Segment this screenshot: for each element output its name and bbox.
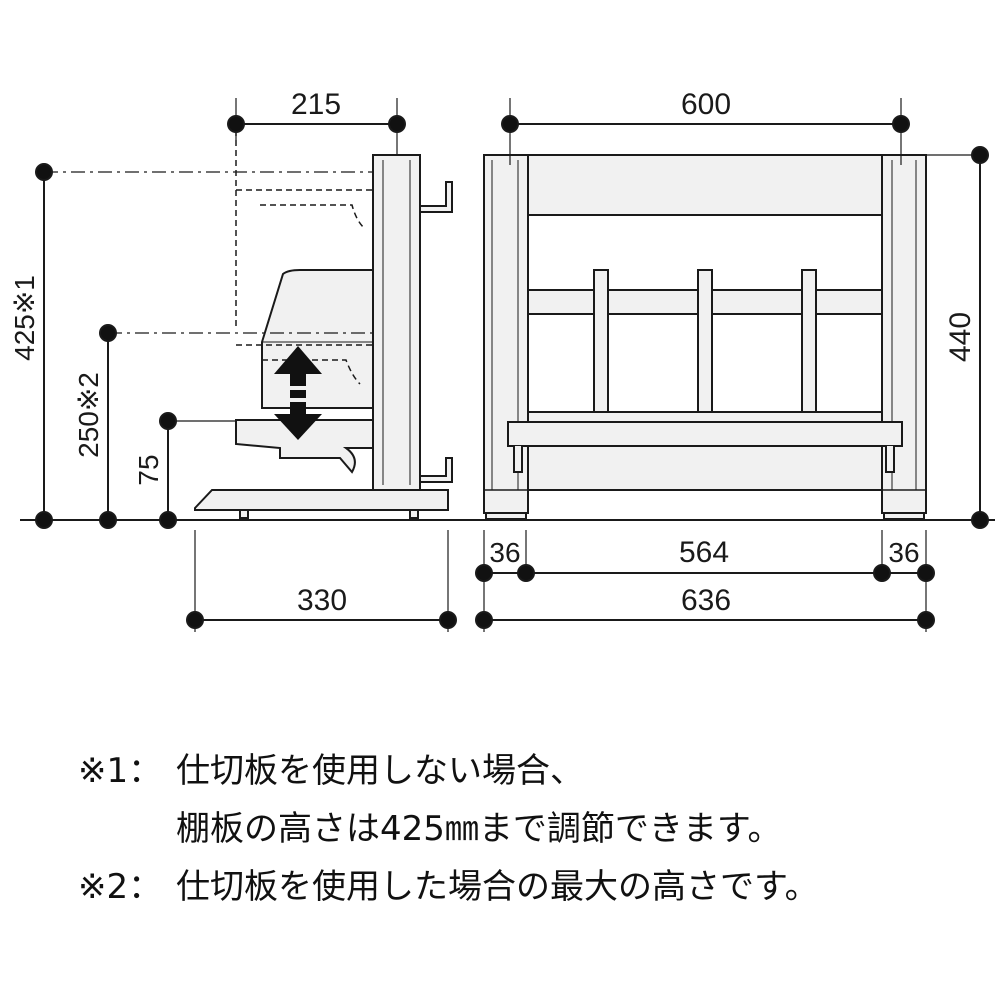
side-shelf — [235, 419, 374, 474]
front-right-post — [881, 154, 927, 514]
footnote-2-line-1: 仕切板を使用した場合の最大の高さです。 — [176, 867, 819, 907]
dim-side-total-height: 425※1 — [9, 275, 40, 361]
footnote-2-mark: ※2： — [78, 867, 163, 907]
front-shelf-back — [527, 411, 883, 423]
dim-front-inner-width: 600 — [681, 88, 731, 121]
dim-front-left-post: 36 — [489, 537, 520, 568]
side-view — [44, 98, 453, 632]
front-shelf — [507, 421, 903, 447]
footnote-1-line-2: 棚板の高さは425㎜まで調節できます。 — [176, 809, 782, 849]
side-post — [372, 154, 421, 491]
dim-side-depth: 330 — [297, 584, 347, 617]
side-top-hook — [419, 181, 453, 213]
footnote-1: ※1： 仕切板を使用しない場合、 — [78, 742, 978, 800]
footnote-1-mark: ※1： — [78, 751, 163, 791]
side-foot-right — [409, 509, 419, 519]
dim-side-top-width: 215 — [291, 88, 341, 121]
front-lower-panel — [527, 445, 883, 491]
front-divider-2 — [697, 269, 713, 413]
front-view — [483, 98, 980, 632]
side-base-plate — [194, 489, 449, 511]
side-bottom-hook — [419, 457, 453, 483]
dim-front-span: 564 — [679, 536, 729, 569]
dim-side-shelf-min: 75 — [133, 454, 164, 485]
front-divider-1 — [593, 269, 609, 413]
height-adjust-arrow-icon — [274, 346, 322, 440]
side-books — [261, 269, 374, 409]
side-foot-left — [239, 509, 249, 519]
front-divider-3 — [801, 269, 817, 413]
footnotes: ※1： 仕切板を使用しない場合、 棚板の高さは425㎜まで調節できます。 ※2：… — [78, 742, 978, 916]
footnote-1-line-1: 仕切板を使用しない場合、 — [176, 751, 584, 791]
front-top-panel — [527, 154, 883, 216]
footnote-1-continuation: 棚板の高さは425㎜まで調節できます。 — [78, 800, 978, 858]
dim-side-shelf-max: 250※2 — [73, 372, 104, 458]
dim-front-total-width: 636 — [681, 584, 731, 617]
dim-front-height: 440 — [944, 312, 977, 362]
footnote-2: ※2： 仕切板を使用した場合の最大の高さです。 — [78, 858, 978, 916]
dim-front-right-post: 36 — [888, 537, 919, 568]
